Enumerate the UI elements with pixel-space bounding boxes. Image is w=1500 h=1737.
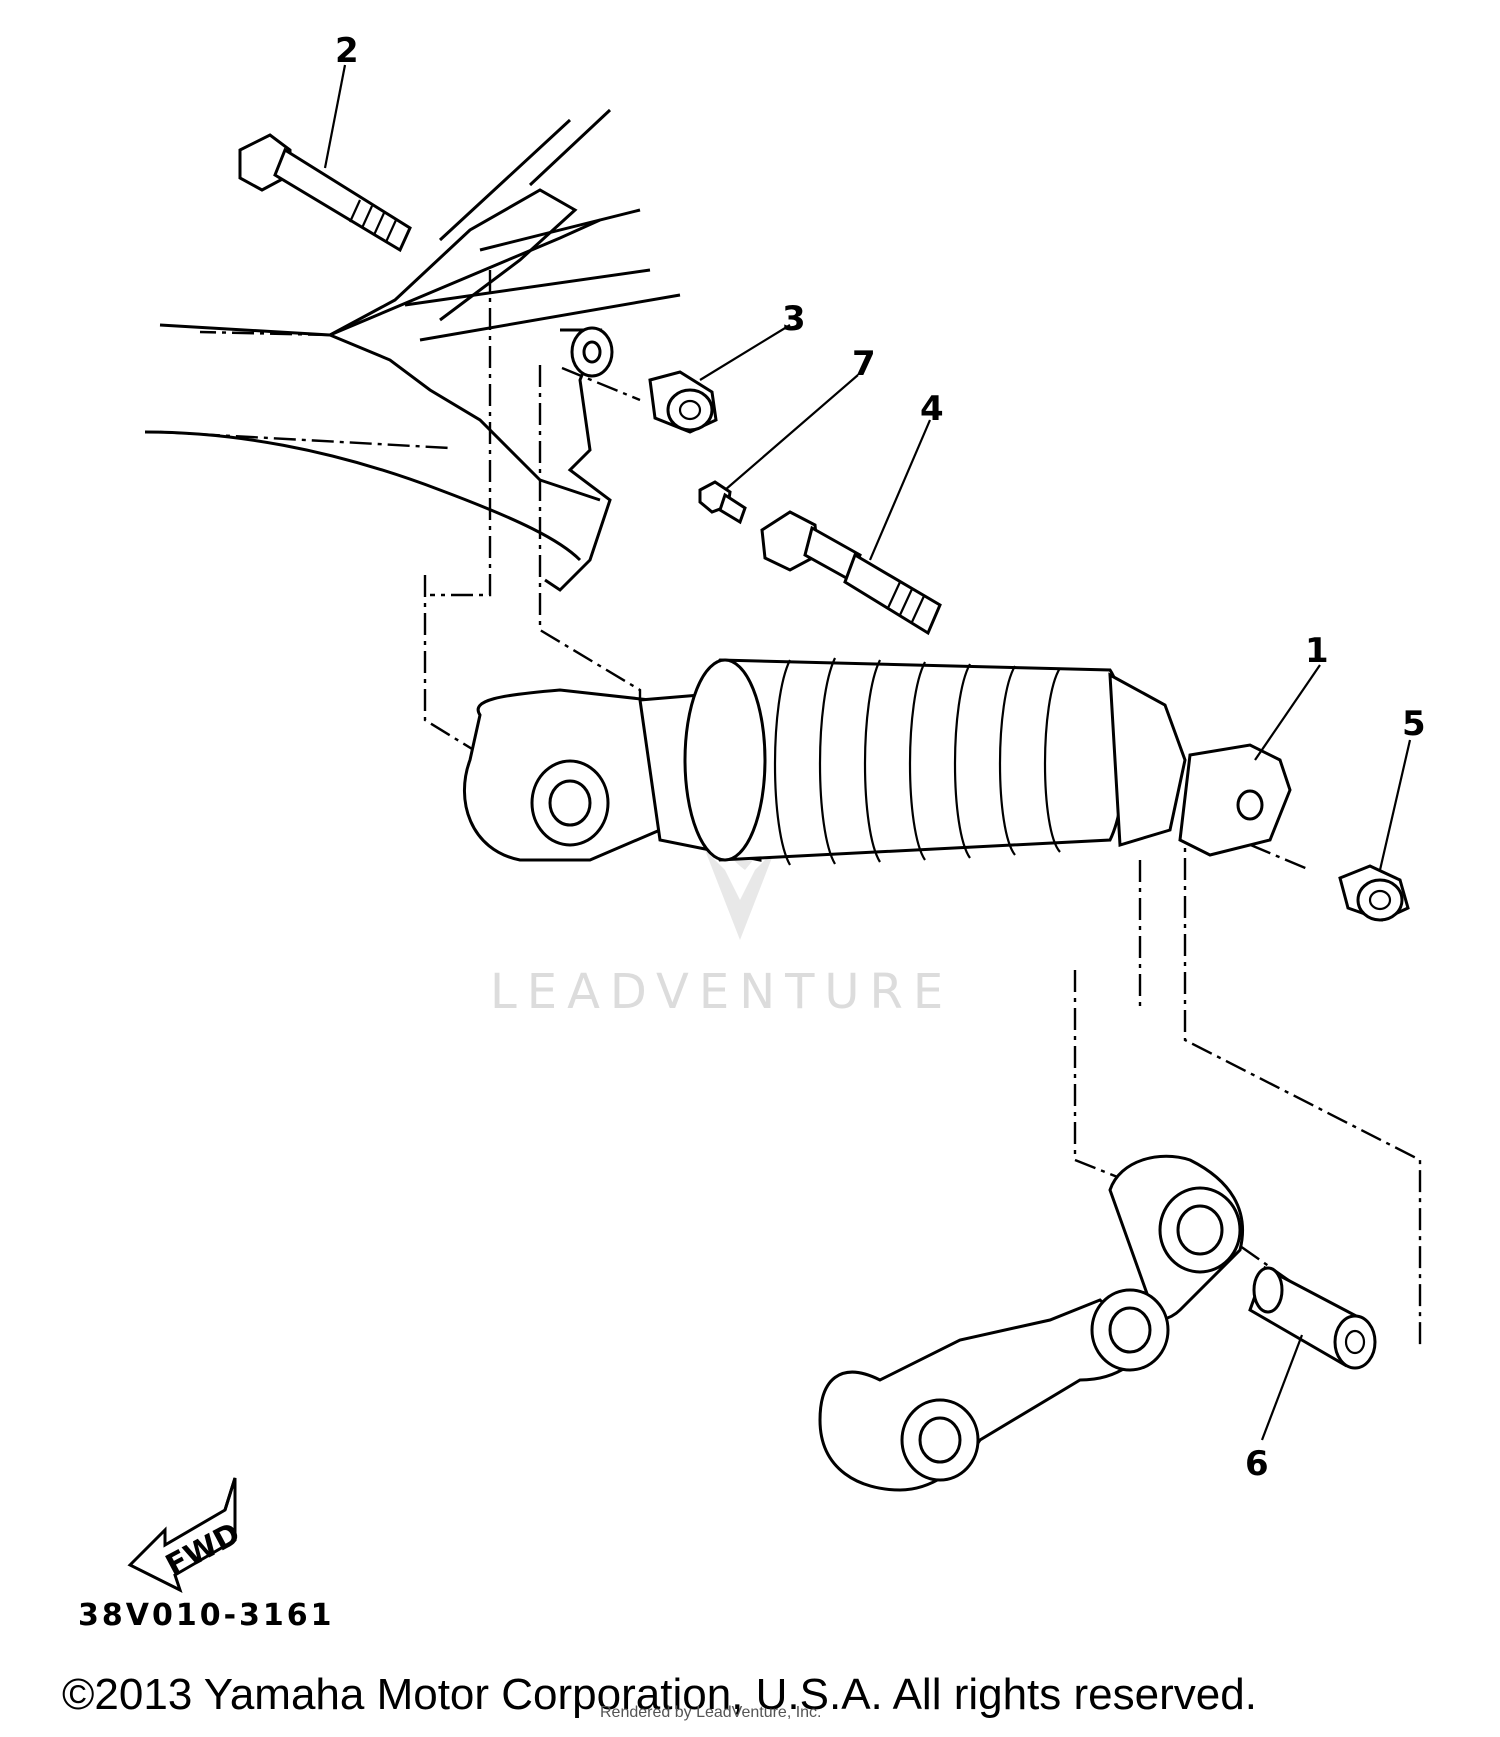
part-1-rear-shock [462,657,1292,866]
part-7-grease-nipple [698,480,747,525]
callout-4: 4 [920,389,944,429]
copyright-notice: ©2013 Yamaha Motor Corporation, U.S.A. A… [62,1670,1257,1719]
leader-lines [323,64,1412,1441]
callout-2: 2 [335,31,359,71]
washer [570,326,614,378]
part-2-bolt [238,133,412,253]
fwd-arrow: FWD [127,1477,246,1593]
watermark-brand-text: LEADVENTURE [490,964,953,1020]
drawing-code: 38V010-3161 [78,1598,335,1633]
relay-arm [818,1154,1245,1492]
rendered-by-notice: Rendered by LeadVenture, Inc. [600,1704,822,1721]
callout-6: 6 [1245,1444,1269,1484]
part-5-nut [1338,864,1410,922]
callout-numbers: 1 2 3 4 5 6 7 [335,31,1426,1484]
callout-5: 5 [1402,704,1426,744]
part-3-nut [648,370,718,434]
callout-7: 7 [852,344,876,384]
callout-3: 3 [782,299,806,339]
part-6-collar [1248,1265,1377,1370]
callout-1: 1 [1305,631,1329,671]
part-4-bolt [760,510,942,636]
